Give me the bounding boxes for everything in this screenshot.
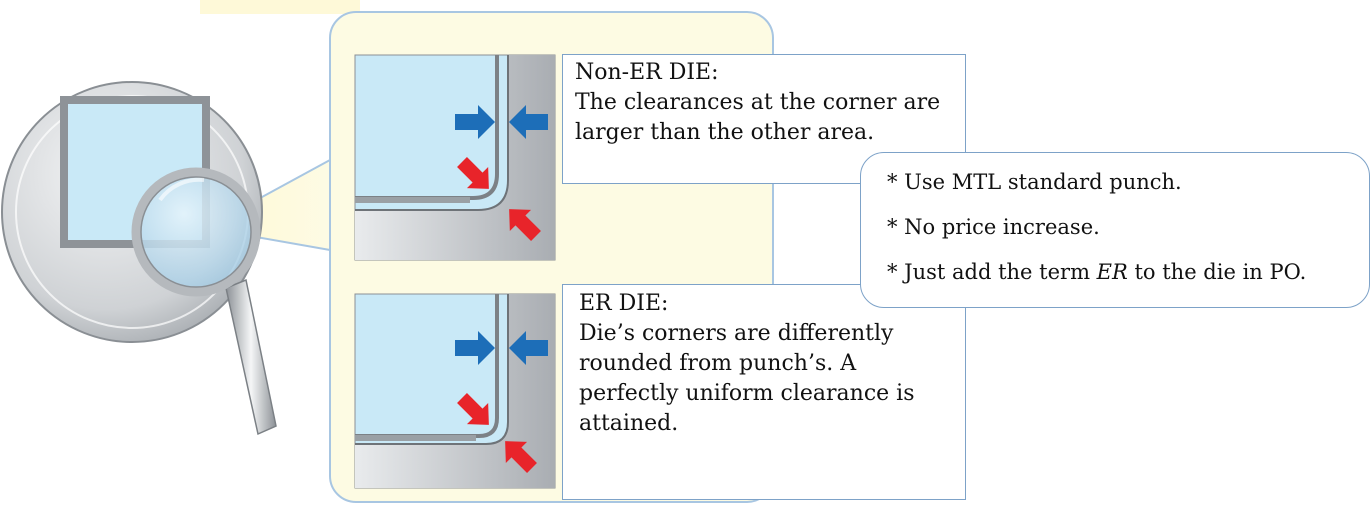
magnifier-lens xyxy=(131,167,261,297)
er-die-line-4: attained. xyxy=(579,411,679,436)
top-glow xyxy=(200,0,360,14)
note-item-1: * Use MTL standard punch. xyxy=(887,170,1182,194)
note-item-3-suffix: to the die in PO. xyxy=(1127,260,1307,284)
clearance-arrow-blue-right xyxy=(509,105,548,139)
clearance-arrow-blue-left xyxy=(455,105,495,139)
non-er-die-line-1: The clearances at the corner are xyxy=(575,90,941,115)
notes-box: * Use MTL standard punch. * No price inc… xyxy=(860,152,1370,308)
non-er-die-title: Non-ER DIE: xyxy=(575,60,719,85)
clearance-arrow-blue-left xyxy=(455,331,495,365)
note-item-3: * Just add the term ER to the die in PO. xyxy=(887,257,1343,287)
er-die-line-2: rounded from punch’s. A xyxy=(579,351,857,376)
er-die-description: ER DIE: Die’s corners are differently ro… xyxy=(562,284,966,500)
er-die-line-3: perfectly uniform clearance is xyxy=(579,381,915,406)
corner-arrow-red-inner xyxy=(457,393,489,425)
corner-arrow-red-outer xyxy=(509,209,541,241)
corner-arrow-red-inner xyxy=(457,157,489,189)
er-die-title: ER DIE: xyxy=(579,291,669,316)
er-die-drawing xyxy=(354,293,556,489)
note-item-2: * No price increase. xyxy=(887,215,1100,239)
magnifier-handle xyxy=(225,278,277,436)
note-item-3-prefix: * Just add the term xyxy=(887,260,1097,284)
clearance-arrow-blue-right xyxy=(509,331,548,365)
non-er-die-line-2: larger than the other area. xyxy=(575,120,875,145)
corner-arrow-red-outer xyxy=(505,441,537,473)
note-item-3-term: ER xyxy=(1096,260,1128,284)
er-die-line-1: Die’s corners are differently xyxy=(579,321,894,346)
non-er-die-drawing xyxy=(354,54,556,261)
